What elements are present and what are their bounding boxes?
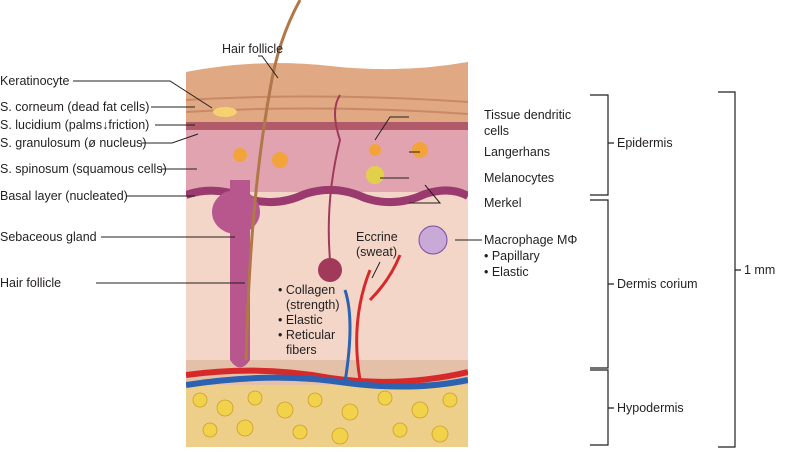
label-collagen: • Collagen [278, 283, 336, 297]
sebaceous-gland [212, 190, 260, 234]
label-epidermis: Epidermis [617, 136, 673, 150]
vein [186, 374, 468, 390]
label-langerhans: Langerhans [484, 145, 551, 159]
leader-lines [73, 55, 482, 284]
label-total-thickness: 1 mm [744, 263, 776, 277]
label-papillary: • Papillary [484, 249, 540, 263]
label-stratum-corneum: S. corneum (dead fat cells) [0, 100, 150, 114]
label-stratum-granulosum: S. granulosum (ø nucleus) [0, 136, 147, 150]
label-hypodermis: Hypodermis [617, 401, 684, 415]
label-dermis-corium: Dermis corium [617, 277, 698, 291]
label-hair-follicle-top: Hair follicle [222, 42, 284, 56]
label-tissue-dendritic-cells: cells [484, 124, 510, 138]
hair-shaft [244, 0, 302, 361]
label-collagen-strength: (strength) [286, 298, 340, 312]
label-keratinocyte: Keratinocyte [0, 74, 70, 88]
stratum-spinosum-layer [186, 130, 468, 192]
stratum-granulosum-layer [186, 122, 468, 130]
label-merkel: Merkel [484, 196, 522, 210]
label-melanocytes: Melanocytes [484, 171, 555, 185]
label-eccrine: Eccrine [356, 230, 398, 244]
label-elastic: • Elastic [484, 265, 529, 279]
eccrine-gland [318, 258, 342, 282]
label-hair-follicle: Hair follicle [0, 276, 62, 290]
label-stratum-lucidium: S. lucidium (palms↓friction) [0, 118, 150, 132]
label-sebaceous-gland: Sebaceous gland [0, 230, 97, 244]
label-eccrine-sweat: (sweat) [356, 245, 397, 259]
label-elastic-inner: • Elastic [278, 313, 323, 327]
label-macrophage: Macrophage MΦ [484, 233, 578, 247]
layer-brackets [590, 91, 741, 448]
label-stratum-spinosum: S. spinosum (squamous cells) [0, 162, 167, 176]
label-tissue-dendritic: Tissue dendritic [484, 108, 572, 122]
label-reticular-fibers: fibers [286, 343, 317, 357]
label-basal-layer: Basal layer (nucleated) [0, 189, 128, 203]
label-reticular: • Reticular [278, 328, 336, 342]
macrophage-cell [418, 225, 448, 255]
